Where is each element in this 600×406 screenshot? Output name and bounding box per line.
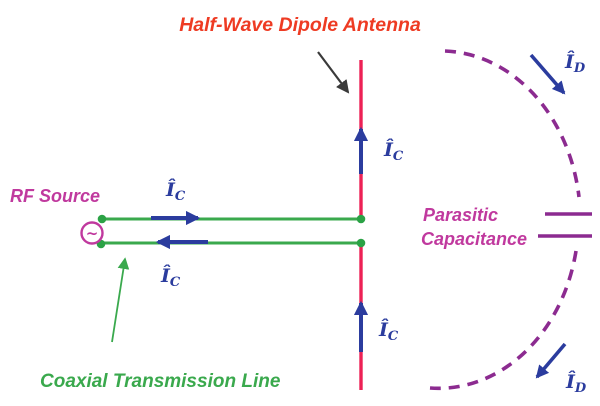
coax-pointer-arrow bbox=[111, 257, 130, 343]
coax-line-label: Coaxial Transmission Line bbox=[40, 371, 281, 392]
current-label-id-bottom: ÎD bbox=[565, 370, 587, 396]
rf-source-label: RF Source bbox=[10, 186, 100, 206]
current-label-ic-antenna-lower: ÎC bbox=[378, 318, 399, 344]
current-subscript: D bbox=[573, 61, 586, 76]
displacement-arc-top bbox=[444, 49, 581, 198]
displacement-arrow-bottom bbox=[535, 342, 567, 379]
displacement-arrow-top bbox=[529, 53, 566, 95]
current-symbol: Î bbox=[160, 264, 171, 287]
current-label-ic-top-line: ÎC bbox=[165, 178, 186, 204]
displacement-arc-bottom bbox=[429, 250, 578, 391]
current-label-ic-bottom-line: ÎC bbox=[160, 264, 181, 290]
current-subscript: C bbox=[388, 329, 399, 344]
junction-dot bbox=[356, 238, 366, 248]
parasitic-label-line1: Parasitic bbox=[423, 205, 498, 225]
current-subscript: D bbox=[574, 381, 587, 396]
current-symbol: Î bbox=[565, 370, 576, 393]
parasitic-label-line2: Capacitance bbox=[421, 229, 527, 249]
title-pointer-arrow bbox=[317, 51, 350, 94]
current-label-ic-antenna-upper: ÎC bbox=[383, 138, 404, 164]
current-symbol: Î bbox=[378, 318, 389, 341]
current-subscript: C bbox=[175, 189, 186, 204]
current-symbol: Î bbox=[564, 50, 575, 73]
current-subscript: C bbox=[170, 275, 181, 290]
junction-dot bbox=[97, 214, 107, 224]
ac-tilde-symbol: ~ bbox=[86, 225, 99, 243]
rf-source-symbol bbox=[80, 221, 104, 245]
current-symbol: Î bbox=[165, 178, 176, 201]
current-subscript: C bbox=[393, 149, 404, 164]
current-label-id-top: ÎD bbox=[564, 50, 586, 76]
diagram-title: Half-Wave Dipole Antenna bbox=[179, 14, 421, 36]
current-symbol: Î bbox=[383, 138, 394, 161]
junction-dot bbox=[356, 214, 366, 224]
